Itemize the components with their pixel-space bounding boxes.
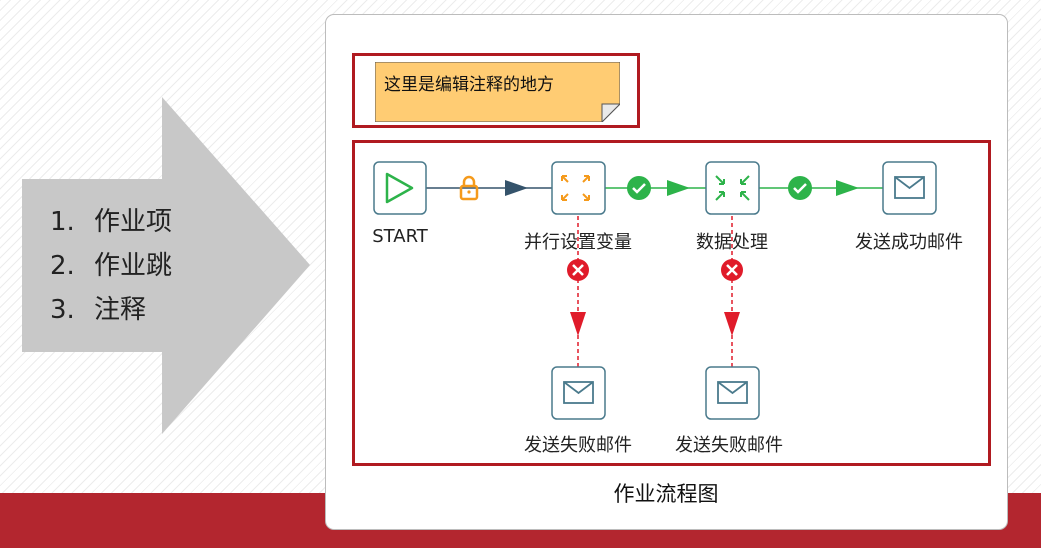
- bullet-list: 1. 作业项 2. 作业跳 3. 注释: [50, 200, 172, 332]
- node-label-fail-mail-1: 发送失败邮件: [524, 435, 632, 456]
- hop-processing-to-fail-mail[interactable]: [724, 216, 740, 367]
- check-circle-icon: [788, 176, 812, 200]
- envelope-icon: [717, 381, 748, 404]
- node-label-fail-mail-2: 发送失败邮件: [675, 435, 783, 456]
- x-circle-icon: [567, 259, 589, 281]
- diagram-caption: 作业流程图: [613, 482, 719, 506]
- bullet-text: 注释: [94, 295, 147, 325]
- big-arrow-shape: [22, 97, 310, 434]
- node-data-processing[interactable]: [705, 161, 760, 215]
- note-text: 这里是编辑注释的地方: [384, 75, 554, 95]
- hop-parallel-to-processing[interactable]: [605, 180, 706, 196]
- collapse-arrows-icon: [715, 175, 750, 201]
- node-label-processing: 数据处理: [696, 232, 768, 253]
- node-send-fail-mail-1[interactable]: [551, 366, 606, 420]
- check-circle-icon: [627, 176, 651, 200]
- node-label-start: START: [372, 226, 428, 247]
- play-icon: [385, 172, 414, 204]
- x-circle-icon: [721, 259, 743, 281]
- bullet-item: 3. 注释: [50, 288, 172, 332]
- node-parallel-set-vars[interactable]: [551, 161, 606, 215]
- expand-arrows-icon: [561, 175, 590, 201]
- note-highlight-frame: [352, 53, 640, 128]
- bullet-item: 1. 作业项: [50, 200, 172, 244]
- node-send-success-mail[interactable]: [882, 161, 937, 215]
- hop-parallel-to-fail-mail[interactable]: [570, 216, 586, 367]
- node-send-fail-mail-2[interactable]: [705, 366, 760, 420]
- hop-processing-to-success-mail[interactable]: [759, 180, 883, 196]
- node-label-parallel: 并行设置变量: [524, 232, 632, 253]
- envelope-icon: [563, 381, 594, 404]
- bullet-number: 1.: [50, 207, 75, 237]
- flow-highlight-frame: [352, 140, 991, 466]
- note-shape[interactable]: [375, 62, 620, 122]
- hop-start-to-parallel[interactable]: [426, 180, 552, 196]
- bullet-text: 作业项: [94, 207, 173, 237]
- bullet-number: 3.: [50, 295, 75, 325]
- bullet-number: 2.: [50, 251, 75, 281]
- node-label-success-mail: 发送成功邮件: [855, 232, 963, 253]
- node-start[interactable]: [373, 161, 427, 215]
- bullet-item: 2. 作业跳: [50, 244, 172, 288]
- lock-icon: [459, 175, 479, 201]
- bullet-text: 作业跳: [94, 251, 173, 281]
- envelope-icon: [894, 176, 925, 199]
